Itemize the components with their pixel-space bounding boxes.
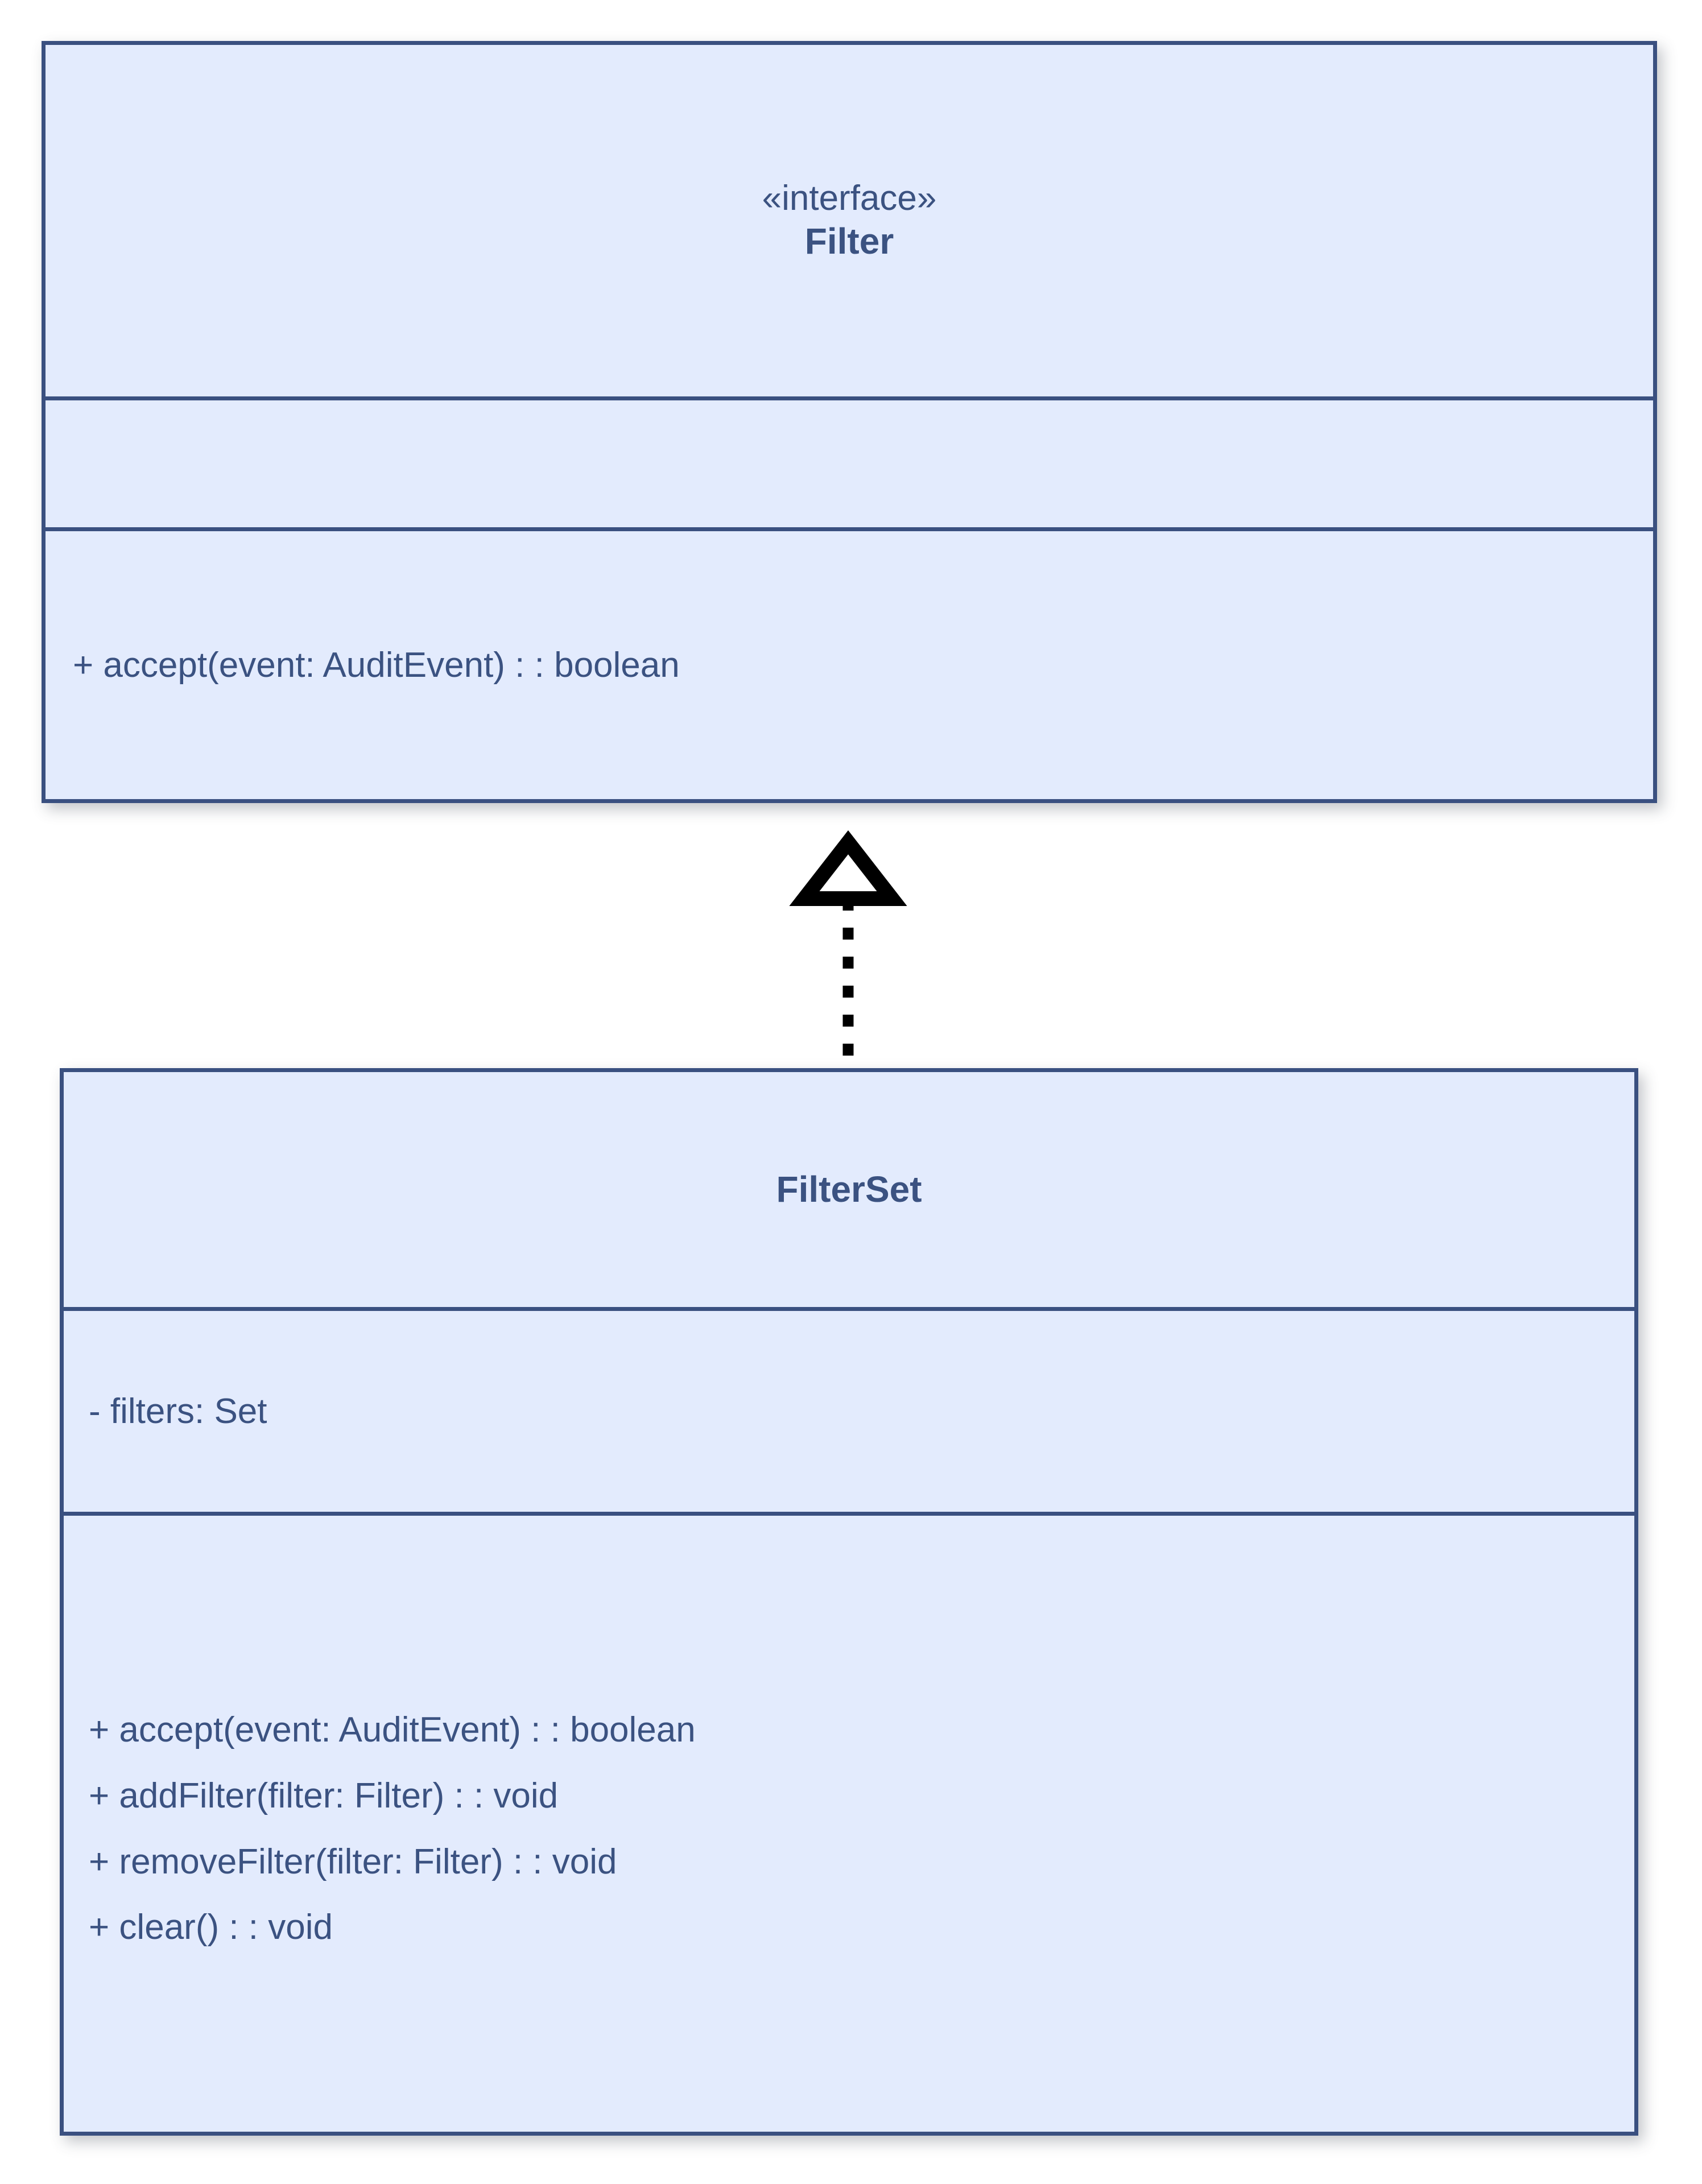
realization-connector-filterset-to-filter bbox=[785, 830, 916, 1075]
uml-class-filterset[interactable]: FilterSet - filters: Set + accept(event:… bbox=[60, 1068, 1638, 2136]
class-header-filterset: FilterSet bbox=[64, 1072, 1634, 1307]
class-name-filter: Filter bbox=[804, 220, 894, 262]
class-operations-filter: + accept(event: AuditEvent) : : boolean bbox=[46, 527, 1653, 799]
class-attributes-filterset: - filters: Set bbox=[64, 1307, 1634, 1512]
class-attributes-filter bbox=[46, 396, 1653, 527]
operation-row: + removeFilter(filter: Filter) : : void bbox=[89, 1842, 617, 1881]
hollow-triangle-arrowhead bbox=[789, 830, 907, 906]
class-operations-filterset: + accept(event: AuditEvent) : : boolean … bbox=[64, 1512, 1634, 2132]
uml-class-filter[interactable]: «interface» Filter + accept(event: Audit… bbox=[42, 41, 1657, 803]
class-header-filter: «interface» Filter bbox=[46, 45, 1653, 396]
attribute-row: - filters: Set bbox=[89, 1391, 267, 1431]
class-stereotype: «interface» bbox=[762, 179, 937, 218]
operation-row: + accept(event: AuditEvent) : : boolean bbox=[89, 1710, 696, 1749]
operation-row: + addFilter(filter: Filter) : : void bbox=[89, 1776, 559, 1815]
operation-row: + clear() : : void bbox=[89, 1908, 333, 1947]
class-name-filterset: FilterSet bbox=[776, 1169, 922, 1210]
realization-arrow-svg bbox=[789, 830, 907, 1068]
operation-row: + accept(event: AuditEvent) : : boolean bbox=[73, 645, 680, 685]
